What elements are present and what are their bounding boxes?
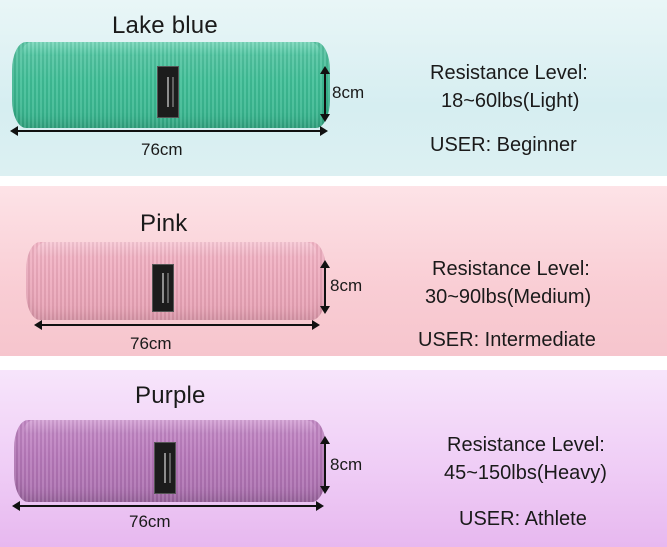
band-tag — [157, 66, 179, 118]
resistance-level-value: 30~90lbs(Medium) — [425, 286, 592, 308]
band-panel-lake-blue: Lake blue 8cm 76cm Resistance Level: 18~… — [0, 0, 667, 176]
band-height-label: 8cm — [332, 83, 365, 102]
band-width-label: 76cm — [129, 512, 171, 531]
width-arrow-icon — [34, 320, 320, 330]
band-panel-pink: Pink 8cm 76cm Resistance Level: 30~90lbs… — [0, 186, 667, 356]
user-level-label: USER: Beginner — [430, 134, 577, 156]
width-arrow-icon — [10, 126, 328, 136]
band-tag — [152, 264, 174, 312]
band-tag — [154, 442, 176, 494]
resistance-level-label: Resistance Level: — [430, 62, 588, 84]
resistance-level-label: Resistance Level: — [432, 258, 590, 280]
resistance-level-label: Resistance Level: — [447, 434, 605, 456]
user-level-label: USER: Intermediate — [418, 329, 596, 351]
band-height-label: 8cm — [330, 455, 363, 474]
resistance-level-value: 45~150lbs(Heavy) — [444, 462, 607, 484]
band-panel-purple: Purple 8cm 76cm Resistance Level: 45~150… — [0, 370, 667, 547]
user-level-label: USER: Athlete — [459, 508, 587, 530]
height-arrow-icon — [320, 260, 330, 314]
resistance-band-image — [12, 42, 330, 128]
band-height-label: 8cm — [330, 276, 363, 295]
resistance-band-image — [14, 420, 326, 502]
height-arrow-icon — [320, 436, 330, 494]
band-color-name: Lake blue — [112, 12, 218, 39]
band-color-name: Pink — [140, 210, 188, 237]
width-arrow-icon — [12, 501, 324, 511]
band-width-label: 76cm — [141, 140, 183, 159]
band-color-name: Purple — [135, 382, 206, 409]
height-arrow-icon — [320, 66, 330, 122]
resistance-level-value: 18~60lbs(Light) — [441, 90, 580, 112]
band-width-label: 76cm — [130, 334, 172, 353]
resistance-band-image — [26, 242, 326, 320]
